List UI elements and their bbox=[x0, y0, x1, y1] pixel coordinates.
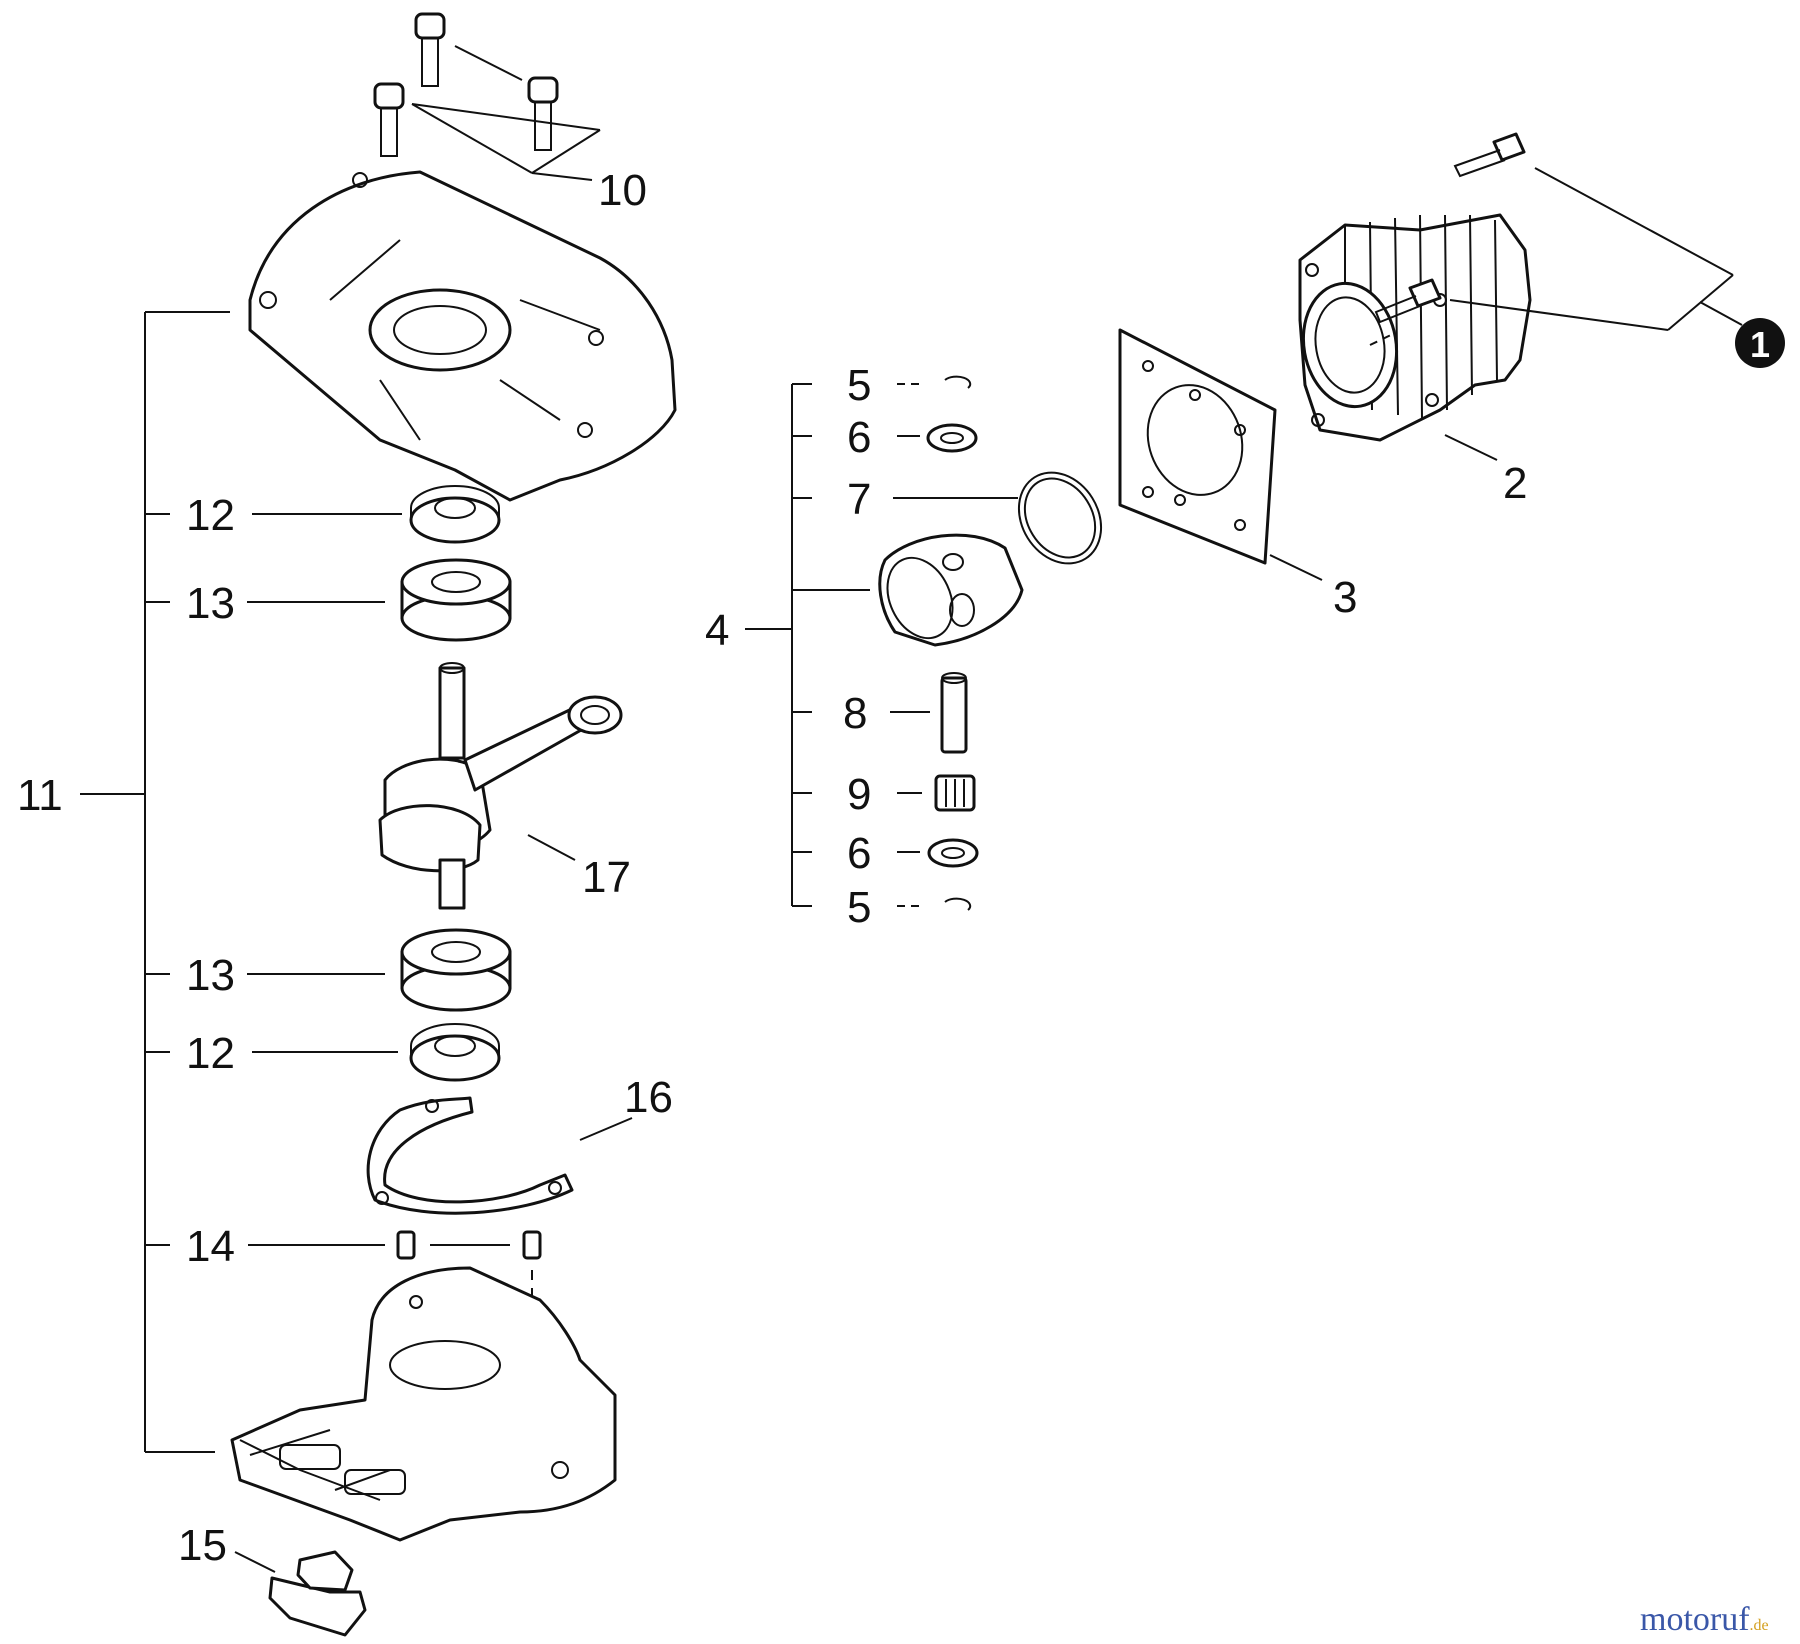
label-part-9: 9 bbox=[847, 770, 871, 819]
label-part-3: 3 bbox=[1333, 573, 1357, 622]
watermark-logo: motoruf.de bbox=[1640, 1601, 1769, 1638]
label-part-2: 2 bbox=[1503, 459, 1527, 508]
crankcase-upper-half bbox=[248, 170, 677, 502]
label-part-16: 16 bbox=[624, 1073, 673, 1122]
label-part-17: 17 bbox=[582, 853, 631, 902]
circlip-part-5-lower bbox=[897, 897, 972, 911]
part-1-badge bbox=[1735, 318, 1785, 368]
cylinder-part-2 bbox=[1298, 213, 1532, 461]
label-part-5-lower: 5 bbox=[847, 883, 871, 932]
piston bbox=[878, 533, 1024, 647]
piston-pin-part-8 bbox=[890, 672, 968, 754]
watermark-tld: .de bbox=[1750, 1617, 1769, 1634]
crankcase-gasket-part-16 bbox=[366, 1096, 633, 1215]
washer-part-6-upper bbox=[897, 423, 978, 453]
label-part-12-lower: 12 bbox=[186, 1029, 235, 1078]
label-part-12-upper: 12 bbox=[186, 491, 235, 540]
label-part-6-lower: 6 bbox=[847, 829, 871, 878]
label-part-1: 1 bbox=[1750, 324, 1770, 365]
cushion-part-15 bbox=[234, 1550, 367, 1637]
label-part-7: 7 bbox=[847, 475, 871, 524]
label-part-13-upper: 13 bbox=[186, 579, 235, 628]
label-part-13-lower: 13 bbox=[186, 951, 235, 1000]
label-part-11: 11 bbox=[17, 771, 63, 820]
bracket-11 bbox=[80, 311, 230, 1453]
bearing-part-13-upper bbox=[247, 558, 512, 642]
label-part-4: 4 bbox=[705, 606, 729, 655]
label-part-8: 8 bbox=[843, 689, 867, 738]
label-part-10: 10 bbox=[598, 166, 647, 215]
label-part-5-upper: 5 bbox=[847, 361, 871, 410]
label-part-15: 15 bbox=[178, 1521, 227, 1570]
cylinder-bolts-part-1 bbox=[1369, 132, 1785, 368]
crankshaft-part-17 bbox=[378, 662, 623, 910]
oil-seal-part-12-upper bbox=[252, 485, 501, 544]
needle-bearing-part-9 bbox=[897, 774, 976, 812]
circlip-part-5-upper bbox=[897, 375, 972, 389]
oil-seal-part-12-lower bbox=[252, 1023, 501, 1082]
svg-text:motoruf.de: motoruf.de bbox=[1640, 1601, 1769, 1638]
label-part-6-upper: 6 bbox=[847, 413, 871, 462]
piston-ring-part-7 bbox=[893, 471, 1103, 565]
bracket-4 bbox=[745, 383, 870, 907]
cylinder-gasket-part-3 bbox=[1118, 328, 1323, 581]
screws-part-10 bbox=[373, 12, 601, 181]
dowel-pins-part-14 bbox=[248, 1230, 542, 1330]
washer-part-6-lower bbox=[897, 838, 979, 868]
watermark-brand: motoruf bbox=[1640, 1601, 1750, 1638]
crankcase-lower-half bbox=[230, 1266, 617, 1542]
bearing-part-13-lower bbox=[247, 928, 512, 1012]
label-part-14: 14 bbox=[186, 1222, 235, 1271]
